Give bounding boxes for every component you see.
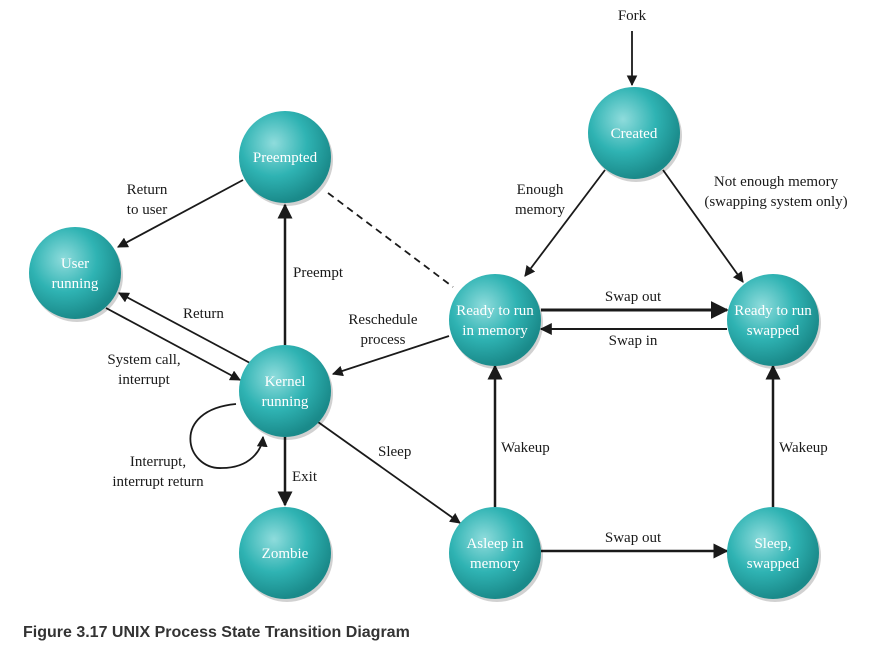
edge-label-line: Reschedule [348,312,417,328]
edge-label-preempt: Preempt [293,265,344,281]
node-label: Ready to run in memory [456,303,534,339]
edge-return-to-user [117,179,244,248]
edge-label-reschedule: Reschedule process [348,312,417,348]
node-circle [239,111,331,203]
edge-label-system-call: System call, interrupt [107,352,180,388]
edge-label-line: Return [183,306,224,322]
edge-label-line: Sleep [378,444,411,460]
node-label-line: Ready to run [734,303,812,319]
edge-label-line: interrupt return [112,474,204,490]
node-label-line: in memory [462,323,528,339]
edge-label-line: Swap in [609,333,658,349]
node-label-line: running [262,394,309,410]
edge-enough-memory [524,169,606,277]
node-label-line: Sleep, [754,536,791,552]
node-circle [449,507,541,599]
node-label: Created [611,126,658,142]
edge-label-swap-out-ready: Swap out [605,289,662,305]
edge-label-line: Not enough memory [714,174,839,190]
edge-sleep [317,421,461,524]
edge-reschedule [331,335,450,377]
state-node-ready-swapped: Ready to run swapped [727,274,821,369]
node-label: Sleep, swapped [747,536,800,572]
edge-label-swap-in: Swap in [609,333,658,349]
node-circle [727,507,819,599]
node-label: Ready to run swapped [734,303,812,339]
edge-label-fork: Fork [618,8,647,24]
edge-label-line: Swap out [605,289,662,305]
state-node-zombie: Zombie [239,507,333,602]
node-circle [29,227,121,319]
node-label-line: Preempted [253,150,318,166]
edge-return [118,292,251,364]
edge-label-line: Preempt [293,265,344,281]
node-label-line: User [61,256,89,272]
edge-label-line: Fork [618,8,647,24]
node-label-line: Zombie [262,546,309,562]
edge-label-exit: Exit [292,469,318,485]
edge-label-line: interrupt [118,372,170,388]
edge-label-line: (swapping system only) [704,194,847,210]
edge-label-line: Exit [292,469,318,485]
edge-label-line: to user [127,202,167,218]
edge-not-enough-memory [662,169,744,283]
state-node-created: Created [588,87,682,182]
edge-label-not-enough-memory: Not enough memory (swapping system only) [704,174,847,210]
edge-label-wakeup-memory: Wakeup [501,440,550,456]
node-label-line: swapped [747,323,800,339]
node-label-line: running [52,276,99,292]
edge-label-line: Return [127,182,168,198]
state-node-preempted: Preempted [239,111,333,206]
state-node-ready-in-memory: Ready to run in memory [449,274,543,369]
node-label-line: memory [470,556,520,572]
node-label: Zombie [262,546,309,562]
node-circle [449,274,541,366]
edge-label-return: Return [183,306,224,322]
edge-label-return-to-user: Return to user [127,182,168,218]
edge-label-line: Interrupt, [130,454,186,470]
edge-label-interrupt-return: Interrupt, interrupt return [112,454,204,490]
edges-layer [105,31,781,559]
edge-label-line: memory [515,202,565,218]
edge-label-enough-memory: Enough memory [515,182,565,218]
node-label-line: Asleep in [466,536,524,552]
state-node-kernel-running: Kernel running [239,345,333,440]
edge-label-line: process [361,332,406,348]
edge-interrupt-return [189,403,268,469]
edge-label-wakeup-swapped: Wakeup [779,440,828,456]
node-label-line: Kernel [265,374,306,390]
node-label: Kernel running [262,374,309,410]
figure-caption: Figure 3.17 UNIX Process State Transitio… [23,624,410,641]
edge-label-line: Wakeup [501,440,550,456]
edge-label-sleep: Sleep [378,444,411,460]
node-circle [727,274,819,366]
edge-label-swap-out-sleep: Swap out [605,530,662,546]
state-node-asleep-in-memory: Asleep in memory [449,507,543,602]
node-circle [239,507,331,599]
edge-system-call [105,307,241,381]
node-label: Asleep in memory [466,536,524,572]
edge-label-line: Enough [517,182,564,198]
node-label-line: Ready to run [456,303,534,319]
edge-label-line: System call, [107,352,180,368]
node-label-line: swapped [747,556,800,572]
state-node-user-running: User running [29,227,123,322]
node-label: User running [52,256,99,292]
state-node-sleep-swapped: Sleep, swapped [727,507,821,602]
edge-label-line: Swap out [605,530,662,546]
node-label-line: Created [611,126,658,142]
edge-label-line: Wakeup [779,440,828,456]
node-label: Preempted [253,150,318,166]
node-circle [239,345,331,437]
node-circle [588,87,680,179]
edge-preempted-link [327,192,454,288]
